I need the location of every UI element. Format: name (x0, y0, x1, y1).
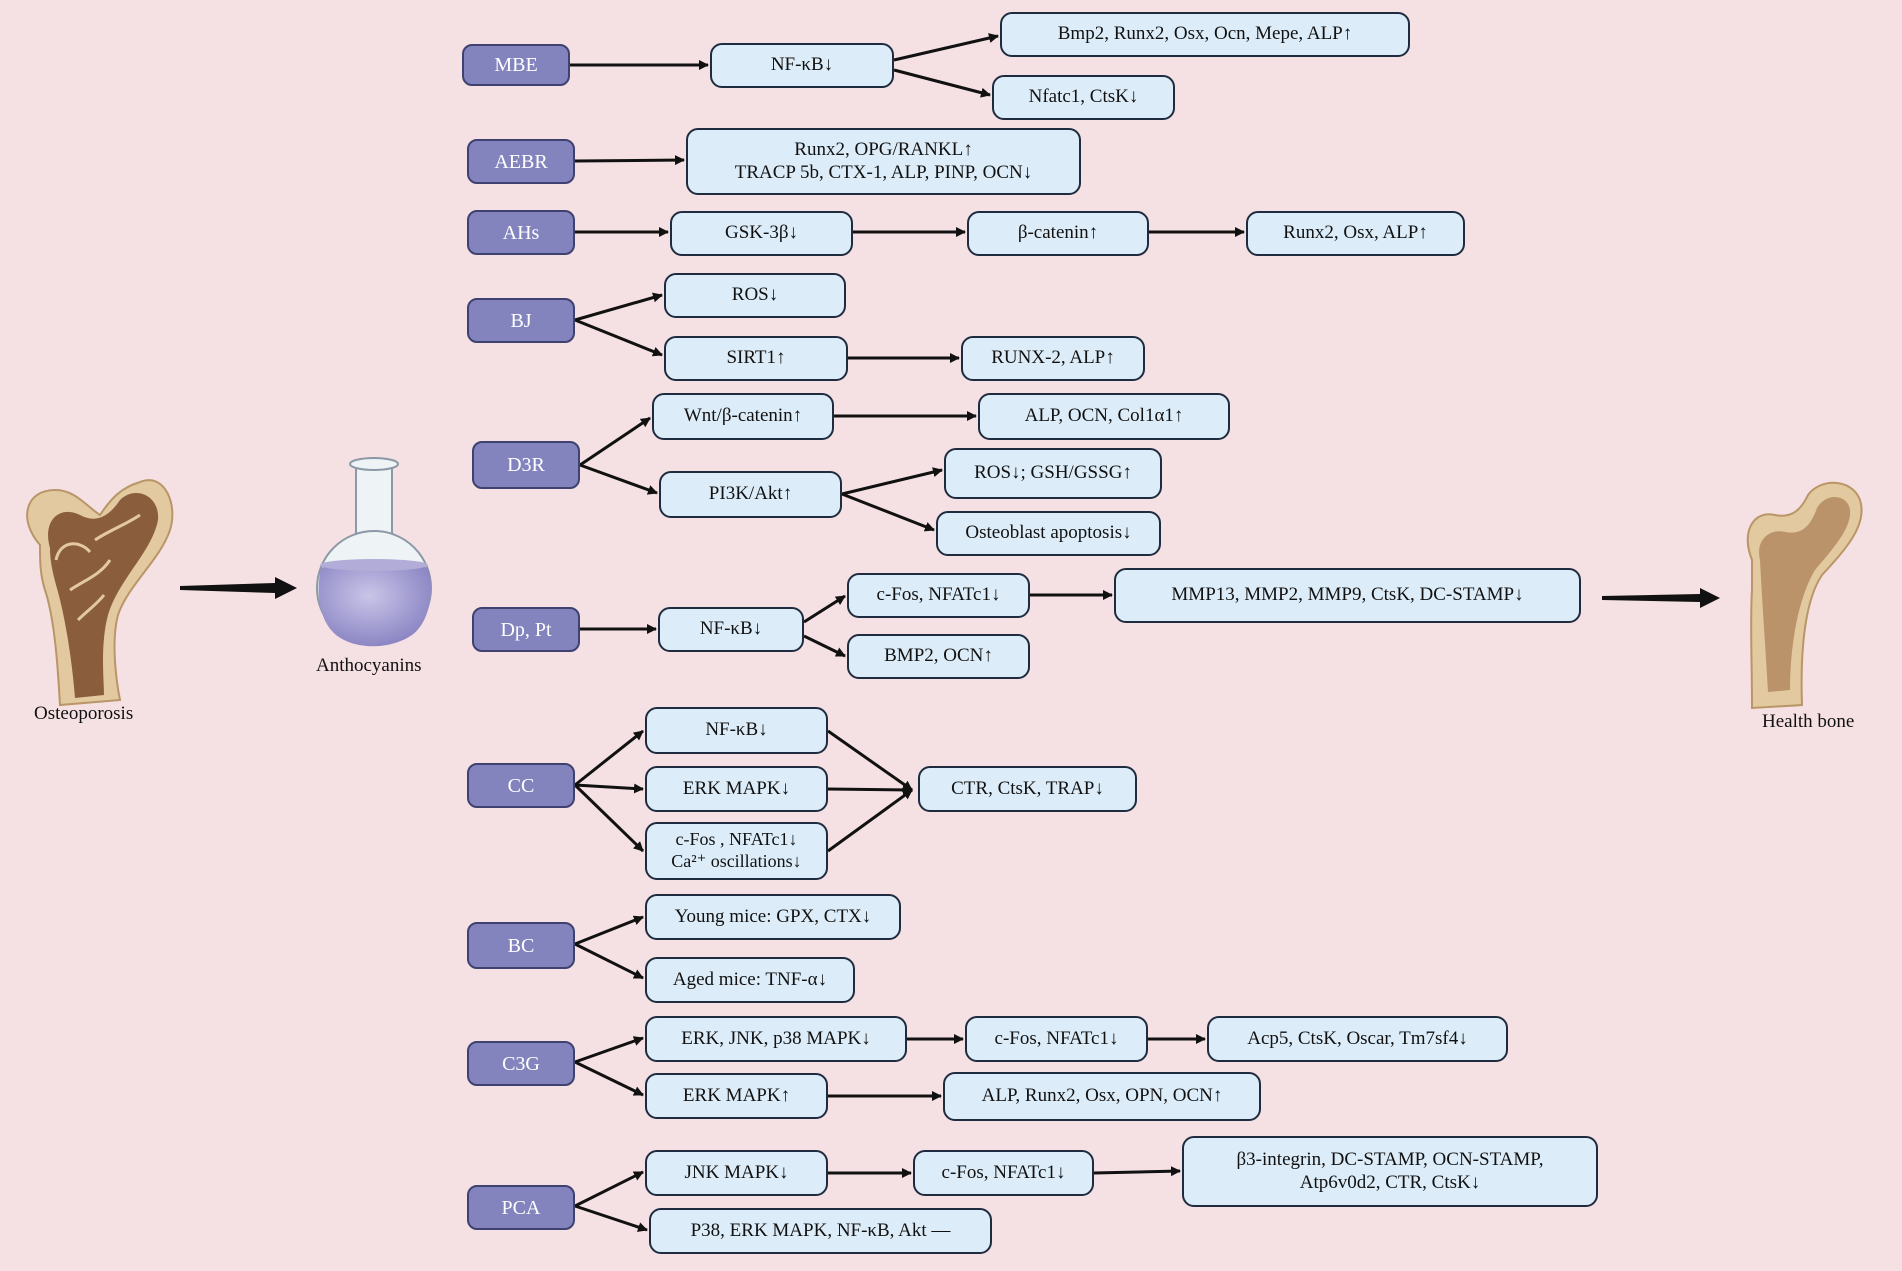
d3r-apoptosis-box: Osteoblast apoptosis↓ (936, 511, 1161, 556)
source-c3g: C3G (467, 1041, 575, 1086)
c3g-erk-jnk-box: ERK, JNK, p38 MAPK↓ (645, 1016, 907, 1062)
pca-cfos-box: c-Fos, NFATc1↓ (913, 1150, 1094, 1196)
osteoporosis-label: Osteoporosis (34, 703, 134, 724)
pca-b3-line2: Atp6v0d2, CTR, CtsK↓ (1299, 1171, 1481, 1193)
source-ahs: AHs (467, 210, 575, 255)
anthocyanins-label: Anthocyanins (316, 655, 422, 676)
dppt-nfkb-box: NF-κB↓ (658, 607, 804, 652)
d3r-ros-box: ROS↓; GSH/GSSG↑ (944, 448, 1162, 499)
osteoporosis-bone-icon (26, 479, 174, 707)
right-flow-arrow (1602, 588, 1720, 608)
bj-ros-box: ROS↓ (664, 273, 846, 318)
source-dp-pt: Dp, Pt (472, 607, 580, 652)
cc-cfos-line2: Ca²⁺ oscillations↓ (671, 851, 802, 871)
source-bj: BJ (467, 298, 575, 343)
mbe-nfkb-box: NF-κB↓ (710, 43, 894, 88)
source-mbe: MBE (462, 44, 570, 86)
health-bone-label: Health bone (1762, 711, 1855, 732)
mbe-upregulated-box: Bmp2, Runx2, Osx, Ocn, Mepe, ALP↑ (1000, 12, 1410, 57)
cc-nfkb-box: NF-κB↓ (645, 707, 828, 754)
c3g-cfos-box: c-Fos, NFATc1↓ (965, 1016, 1148, 1062)
cc-erk-box: ERK MAPK↓ (645, 766, 828, 812)
d3r-pi3k-box: PI3K/Akt↑ (659, 471, 842, 518)
bj-sirt1-box: SIRT1↑ (664, 336, 848, 381)
ahs-beta-catenin-box: β-catenin↑ (967, 211, 1149, 256)
source-bc: BC (467, 922, 575, 969)
ahs-output-box: Runx2, Osx, ALP↑ (1246, 211, 1465, 256)
mbe-downregulated-box: Nfatc1, CtsK↓ (992, 75, 1175, 120)
source-aebr: AEBR (467, 139, 575, 184)
c3g-erk-mapk-box: ERK MAPK↑ (645, 1073, 828, 1119)
d3r-alp-box: ALP, OCN, Col1α1↑ (978, 393, 1230, 440)
pca-b3-integrin-box: β3-integrin, DC-STAMP, OCN-STAMP, Atp6v0… (1182, 1136, 1598, 1207)
dppt-mmp-box: MMP13, MMP2, MMP9, CtsK, DC-STAMP↓ (1114, 568, 1581, 623)
bj-runx2-box: RUNX-2, ALP↑ (961, 336, 1145, 381)
dppt-bmp2-box: BMP2, OCN↑ (847, 634, 1030, 679)
source-cc: CC (467, 763, 575, 808)
aebr-markers-box: Runx2, OPG/RANKL↑ TRACP 5b, CTX-1, ALP, … (686, 128, 1081, 195)
d3r-wnt-box: Wnt/β-catenin↑ (652, 393, 834, 440)
source-pca: PCA (467, 1185, 575, 1230)
cc-ctr-box: CTR, CtsK, TRAP↓ (918, 766, 1137, 812)
bc-aged-mice-box: Aged mice: TNF-α↓ (645, 957, 855, 1003)
left-flow-arrow (180, 577, 297, 599)
ahs-gsk3b-box: GSK-3β↓ (670, 211, 853, 256)
c3g-alp-box: ALP, Runx2, Osx, OPN, OCN↑ (943, 1072, 1261, 1121)
healthy-bone-icon (1746, 481, 1863, 710)
cc-cfos-line1: c-Fos , NFATc1↓ (675, 829, 798, 850)
pca-p38-box: P38, ERK MAPK, NF-κB, Akt — (649, 1208, 992, 1254)
pca-jnk-box: JNK MAPK↓ (645, 1150, 828, 1196)
source-d3r: D3R (472, 441, 580, 489)
cc-cfos-box: c-Fos , NFATc1↓ Ca²⁺ oscillations↓ (645, 822, 828, 880)
anthocyanin-flask-icon (316, 457, 432, 647)
pathway-connectors (570, 33, 1245, 1232)
c3g-acp5-box: Acp5, CtsK, Oscar, Tm7sf4↓ (1207, 1016, 1508, 1062)
pca-b3-line1: β3-integrin, DC-STAMP, OCN-STAMP, (1236, 1148, 1544, 1170)
bc-young-mice-box: Young mice: GPX, CTX↓ (645, 894, 901, 940)
aebr-markers-line1: Runx2, OPG/RANKL↑ (794, 138, 973, 160)
aebr-markers-line2: TRACP 5b, CTX-1, ALP, PINP, OCN↓ (734, 161, 1033, 183)
dppt-cfos-box: c-Fos, NFATc1↓ (847, 573, 1030, 618)
